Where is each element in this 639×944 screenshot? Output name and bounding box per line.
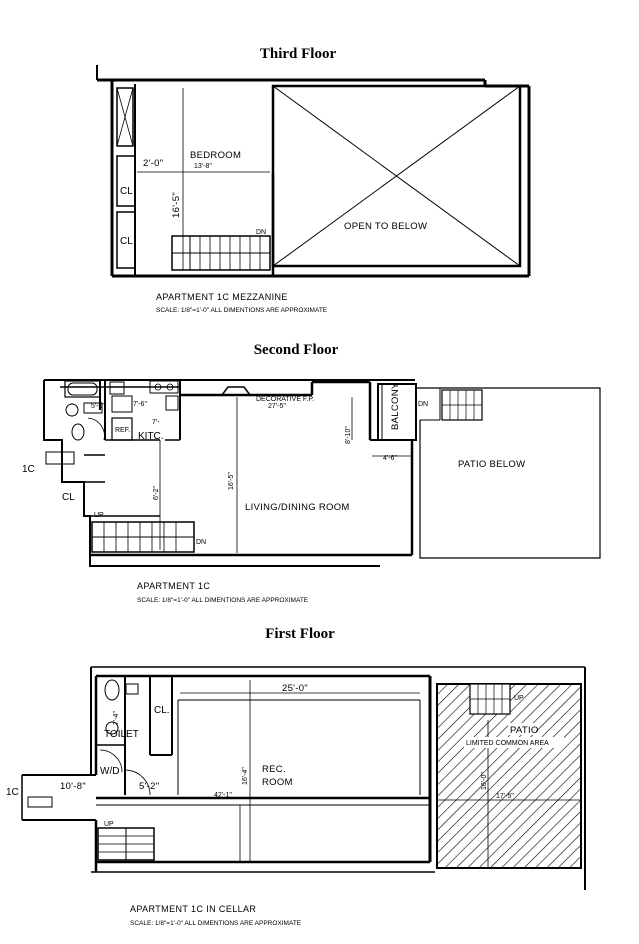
unit-tag-2f: 1C <box>22 464 35 475</box>
rec-top-dim: 25'-0" <box>282 683 308 694</box>
2f-dn-label: DN <box>196 539 206 546</box>
third-floor-scale: SCALE: 1/8"=1'-0" ALL DIMENTIONS ARE APP… <box>156 307 328 314</box>
third-floor-dn-label: DN <box>256 229 266 236</box>
entry-dim: 10'-8" <box>60 781 86 792</box>
patio-up-label: UP <box>514 695 524 702</box>
first-floor-title: First Floor <box>265 626 335 642</box>
living-dim-v: 16'-5" <box>228 472 235 490</box>
2f-up-label: UP <box>94 512 104 519</box>
toilet-label: TOILET <box>104 729 139 740</box>
rec-label: REC. <box>262 764 286 775</box>
third-floor-stairs <box>171 235 271 271</box>
balcony-label: BALCONY <box>390 382 401 430</box>
patio-label-bg <box>508 723 536 735</box>
third-floor-window <box>116 87 134 147</box>
second-floor-bathroom <box>64 380 105 441</box>
third-floor-closet-1 <box>116 155 136 207</box>
patio-below-label: PATIO BELOW <box>458 459 525 470</box>
dim-16ft: 16'-5" <box>171 192 182 218</box>
balcony-dim: 4'-6" <box>383 455 397 462</box>
entry-mat <box>45 451 75 465</box>
closet-label-2f: CL <box>62 492 75 503</box>
1f-up-label: UP <box>104 821 114 828</box>
patio-stairs <box>441 389 483 421</box>
kitchen-dim: 7'-6" <box>133 401 147 408</box>
closet-label-2: CL <box>120 236 133 247</box>
fireplace-label: DECORATIVE F.P. <box>256 396 314 403</box>
balcony-dn-label: DN <box>418 401 428 408</box>
patio-dim-v: 16'-0" <box>481 772 488 790</box>
living-dining-label: LIVING/DINING ROOM <box>245 502 350 513</box>
room-label: ROOM <box>262 777 293 788</box>
kitchen-dim-v: 7'- <box>152 419 160 426</box>
second-floor-walls <box>43 379 601 567</box>
bedroom-label: BEDROOM <box>190 150 241 161</box>
first-floor-caption: APARTMENT 1C IN CELLAR <box>130 904 256 914</box>
ref-label: REF. <box>115 427 130 434</box>
dim-2ft: 2'-0" <box>143 158 163 169</box>
hall-dim-1f: 5'-2" <box>139 781 159 792</box>
fp-dim: 8'-10" <box>345 426 352 444</box>
second-floor-scale: SCALE: 1/8"=1'-0" ALL DIMENTIONS ARE APP… <box>137 597 309 604</box>
fireplace-dim: 27'-5" <box>268 403 286 410</box>
second-floor-title: Second Floor <box>254 342 339 358</box>
first-floor-stairs <box>97 827 155 861</box>
toilet-dim: 7'-4" <box>113 711 120 725</box>
patio-dim-h: 17'-5" <box>496 793 514 800</box>
patio-label: PATIO <box>510 725 539 736</box>
closet-label-1: CL <box>120 186 133 197</box>
closet-label-1f: CL. <box>154 705 170 716</box>
first-floor-toilet-fixtures <box>99 679 151 796</box>
patio-sub-label: LIMITED COMMON AREA <box>466 740 549 747</box>
third-floor-plan: Third Floor CL CL 2'-0" BED <box>96 46 531 314</box>
first-floor-walls <box>21 666 586 890</box>
rec-dim-v: 16'-4" <box>242 767 249 785</box>
second-floor-kitchen <box>109 380 179 441</box>
open-to-below-label: OPEN TO BELOW <box>344 221 427 232</box>
hall-dim: 6'-2" <box>153 486 160 500</box>
patio-hatched-area <box>436 683 582 869</box>
third-floor-caption: APARTMENT 1C MEZZANINE <box>156 292 288 302</box>
third-floor-walls <box>96 65 531 278</box>
first-floor-plan: First Floor <box>6 626 586 927</box>
third-floor-title: Third Floor <box>260 46 337 62</box>
small-dim: 5'-0" <box>91 403 105 410</box>
second-floor-plan: Second Floor <box>22 342 601 604</box>
second-floor-stairs <box>91 521 195 553</box>
bedroom-dim: 13'-8" <box>194 163 212 170</box>
entry-mat-1f <box>27 796 53 808</box>
unit-tag-1f: 1C <box>6 787 19 798</box>
rec-dim-h: 42'-1" <box>214 792 232 799</box>
first-floor-scale: SCALE: 1/8"=1'-0" ALL DIMENTIONS ARE APP… <box>130 920 302 927</box>
kitchen-label: KITC. <box>138 431 164 442</box>
second-floor-caption: APARTMENT 1C <box>137 581 210 591</box>
patio-sub-bg <box>464 737 564 748</box>
wd-label: W/D <box>100 766 119 777</box>
third-floor-closet-2 <box>116 211 136 269</box>
